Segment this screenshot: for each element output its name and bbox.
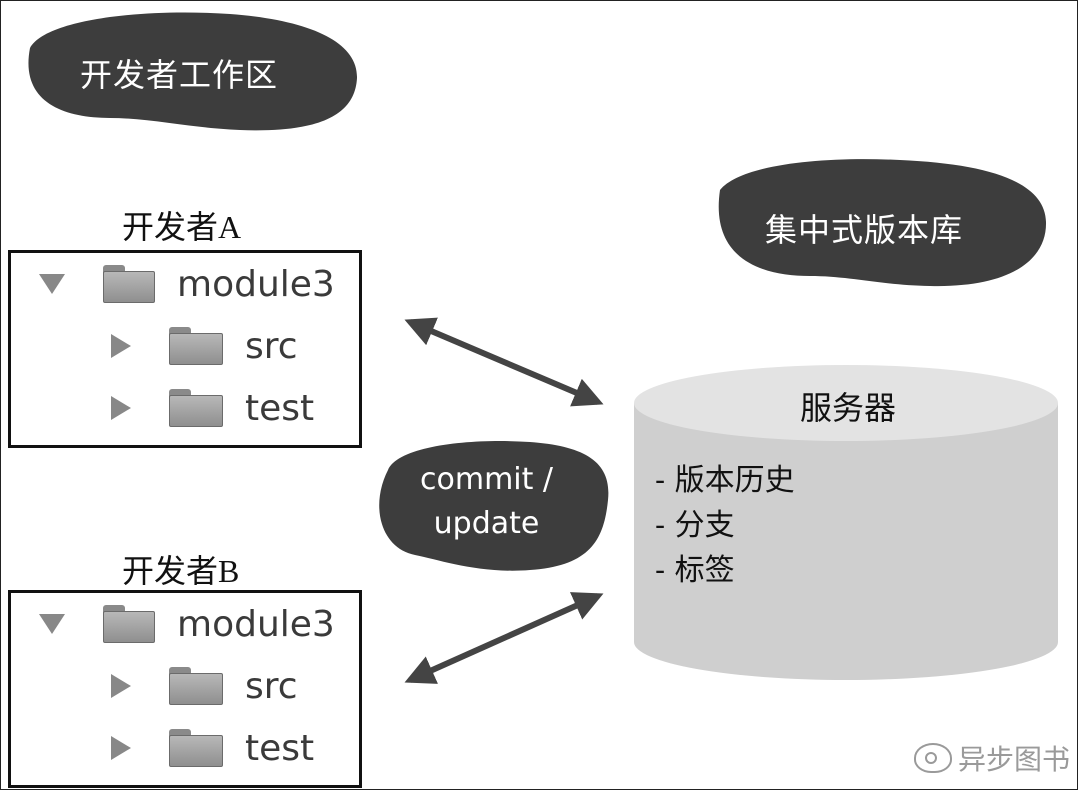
expand-right-icon[interactable]	[111, 674, 131, 698]
tree-node-label: module3	[177, 603, 335, 645]
developer-b-tree: module3 src test	[8, 590, 362, 788]
repository-blob	[718, 159, 1047, 287]
workspace-blob	[28, 12, 358, 131]
repository-label: 集中式版本库	[765, 211, 964, 249]
server-item: - 分支	[655, 508, 735, 543]
server-item: - 标签	[655, 553, 735, 588]
server-cylinder-top	[634, 365, 1058, 441]
tree-node-label: test	[245, 727, 315, 769]
sync-label-update: update	[433, 506, 540, 541]
sync-arrow-b	[404, 592, 604, 684]
tree-row-root[interactable]: module3	[39, 261, 335, 307]
tree-node-label: test	[245, 387, 315, 429]
server-cylinder-body	[634, 403, 1058, 680]
tree-node-label: module3	[177, 263, 335, 305]
developer-a-tree: module3 src test	[8, 250, 362, 448]
tree-row-child[interactable]: test	[111, 385, 314, 431]
tree-row-root[interactable]: module3	[39, 601, 335, 647]
sync-label: commit / update	[420, 458, 553, 546]
tree-row-child[interactable]: src	[111, 323, 298, 369]
folder-icon	[103, 605, 155, 643]
folder-icon	[103, 265, 155, 303]
folder-icon	[169, 327, 223, 365]
weibo-icon	[913, 743, 952, 773]
watermark: 异步图书	[913, 738, 1070, 778]
sync-blob	[379, 441, 609, 571]
expand-down-icon[interactable]	[39, 274, 65, 294]
sync-label-commit: commit /	[420, 462, 554, 497]
expand-right-icon[interactable]	[111, 736, 131, 760]
tree-row-child[interactable]: test	[111, 725, 314, 771]
tree-row-child[interactable]: src	[111, 663, 298, 709]
tree-node-label: src	[245, 665, 298, 707]
folder-icon	[169, 729, 223, 767]
workspace-label: 开发者工作区	[80, 56, 279, 94]
server-item-list: - 版本历史 - 分支 - 标签	[655, 458, 795, 593]
developer-b-label: 开发者B	[122, 553, 240, 589]
expand-right-icon[interactable]	[111, 334, 131, 358]
watermark-text: 异步图书	[957, 743, 1070, 776]
tree-node-label: src	[245, 325, 298, 367]
server-item: - 版本历史	[655, 463, 795, 498]
sync-arrow-a	[404, 317, 604, 407]
server-title: 服务器	[800, 389, 897, 427]
expand-down-icon[interactable]	[39, 614, 65, 634]
developer-a-label: 开发者A	[122, 209, 242, 245]
expand-right-icon[interactable]	[111, 396, 131, 420]
folder-icon	[169, 389, 223, 427]
folder-icon	[169, 667, 223, 705]
